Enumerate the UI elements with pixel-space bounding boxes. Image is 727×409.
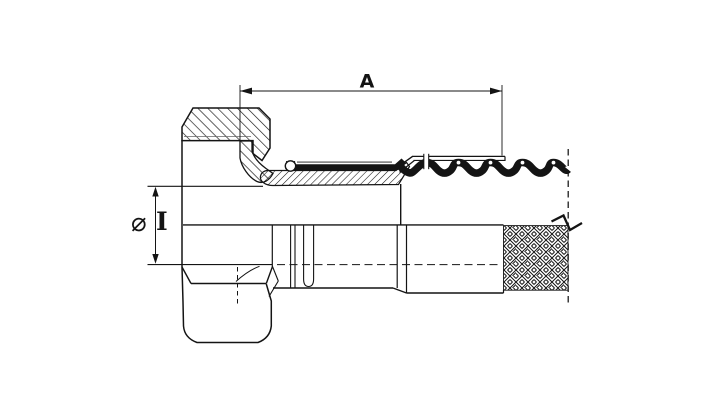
hex-chamfer-left	[181, 266, 192, 284]
dim-i-arrow-up	[152, 186, 159, 197]
dim-i-arrow-down	[152, 254, 159, 264]
chamfer-runout-curve	[235, 265, 260, 282]
weld-bead-circle	[284, 160, 297, 172]
nut-hex-exterior	[181, 225, 279, 344]
dimension-a: A	[239, 71, 503, 156]
hex-cone-upper	[271, 265, 279, 282]
serration-hole-3	[519, 159, 526, 166]
hose-break	[550, 149, 583, 303]
tube-black-stripe	[293, 158, 406, 170]
braid-texture	[503, 225, 569, 291]
dimension-i: ⌀ I	[131, 185, 272, 266]
hex-cone-lower	[268, 280, 279, 297]
dim-i-label: I	[156, 207, 168, 236]
serration-hole-2	[487, 159, 494, 166]
ferrule-band-section	[259, 161, 411, 187]
hex-outline	[181, 266, 273, 344]
ferrule-hatched	[259, 161, 411, 187]
stem-socket-chamfer	[392, 287, 407, 294]
dim-i-diameter-symbol: ⌀	[131, 208, 147, 238]
hex-chamfer-right	[265, 266, 273, 284]
dim-a-arrow-left	[240, 87, 252, 95]
dim-a-arrow-right	[490, 87, 502, 95]
witness-groove	[303, 225, 315, 288]
hose-tube-section	[284, 158, 406, 172]
crimp-socket-section	[395, 153, 571, 225]
dim-a-label: A	[360, 71, 375, 93]
serration-slit	[423, 153, 429, 170]
hose-braid	[503, 225, 569, 291]
break-zigzag-mark	[550, 213, 583, 232]
swivel-nut-section	[181, 107, 271, 267]
serration-hole-4	[550, 159, 557, 166]
body-exterior-view	[183, 224, 505, 294]
nut-section-hatched	[181, 107, 271, 162]
serration-hole-1	[455, 159, 462, 166]
